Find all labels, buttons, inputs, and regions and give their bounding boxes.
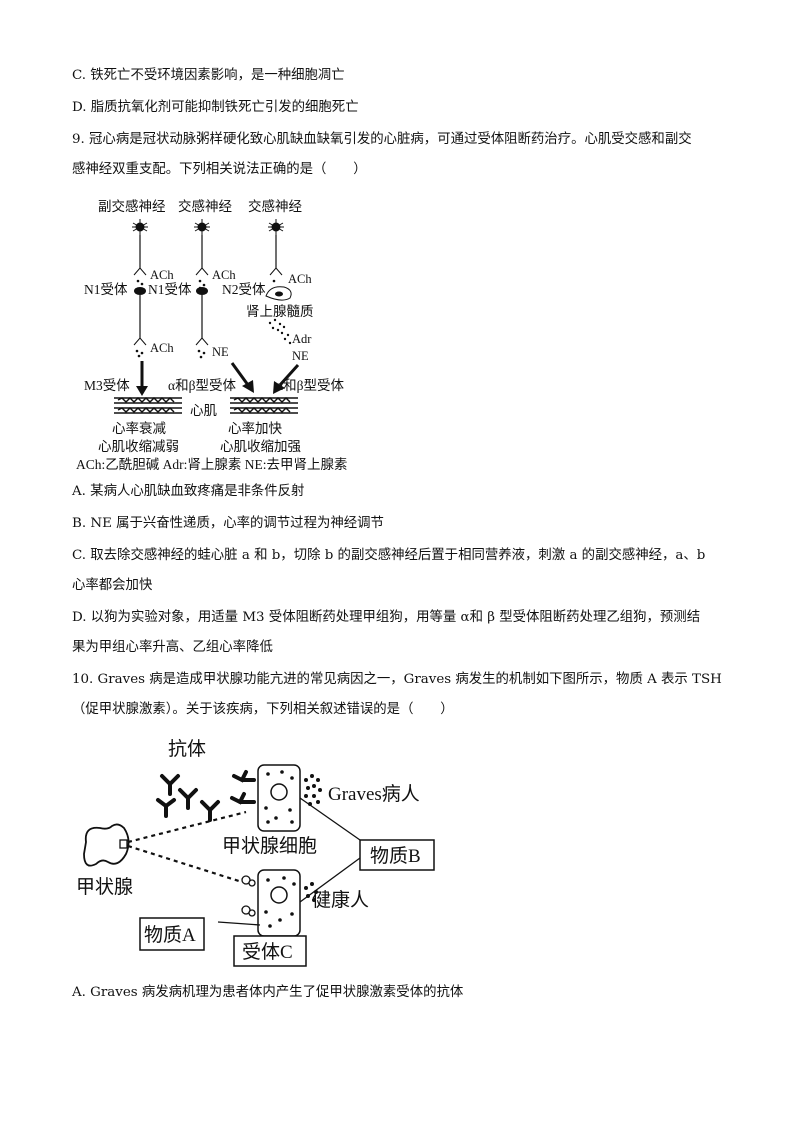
option-9d-line1: D. 以狗为实验对象，用适量 M3 受体阻断药处理甲组狗，用等量 α和 β 型受… [72,610,701,625]
label-ach-2: ACh [212,268,236,282]
graves-thyroid-cell [257,764,301,832]
label-m3-receptor: M3受体 [84,378,130,393]
question-10-line2: （促甲状腺激素）。关于该疾病，下列相关叙述错误的是（ ） [72,702,454,717]
label-parasympathetic: 副交感神经 [98,198,166,214]
label-alpha-beta-2: α和β型受体 [276,378,344,393]
substance-a-box [139,917,205,951]
label-ne-1: NE [212,345,229,359]
label-substance-b: 物质B [370,845,421,867]
label-ach-1: ACh [150,268,174,282]
line-d-option-q8: D. 脂质抗氧化剂可能抑制铁死亡引发的细胞死亡 [72,100,359,115]
label-contraction-down: 心肌收缩减弱 [98,439,179,454]
label-sympathetic-2: 交感神经 [248,198,302,214]
label-sympathetic-1: 交感神经 [178,198,232,214]
option-9c-line1: C. 取去除交感神经的蛙心脏 a 和 b，切除 b 的副交感神经后置于相同营养液… [72,548,706,563]
label-healthy-person: 健康人 [312,889,369,911]
label-heart-rate-down: 心率衰减 [112,420,166,436]
label-alpha-beta-1: α和β型受体 [168,378,236,393]
label-n2-receptor: N2受体 [222,282,266,297]
neuron-bodies [132,219,284,235]
label-ne-2: NE [292,349,309,363]
option-9a: A. 某病人心肌缺血致疼痛是非条件反射 [72,484,305,499]
label-thyroid: 甲状腺 [76,876,133,898]
label-antibody: 抗体 [168,738,206,760]
label-substance-a: 物质A [144,924,196,946]
line-c-option-q8: C. 铁死亡不受环境因素影响，是一种细胞凋亡 [72,68,345,83]
graves-diagram: 抗体 Graves病人 甲状腺细胞 甲状腺 健康人 [76,738,435,967]
label-n1-receptor-2: N1受体 [148,282,192,297]
option-10a: A. Graves 病发病机理为患者体内产生了促甲状腺激素受体的抗体 [72,985,464,1000]
label-ach-3: ACh [288,272,312,286]
label-adrenal-medulla: 肾上腺髓质 [246,304,314,319]
label-heart-muscle: 心肌 [190,403,217,418]
receptor-c-box [233,935,307,967]
label-ach-4: ACh [150,341,174,355]
question-9-line2: 感神经双重支配。下列相关说法正确的是（ ） [72,162,367,177]
label-n1-receptor-1: N1受体 [84,282,128,297]
question-9-line1: 9. 冠心病是冠状动脉粥样硬化致心肌缺血缺氧引发的心脏病，可通过受体阻断药治疗。… [72,132,692,147]
label-receptor-c: 受体C [242,941,293,963]
option-9c-line2: 心率都会加快 [72,578,153,593]
nerve-diagram: 副交感神经 交感神经 交感神经 [76,198,348,472]
option-9b: B. NE 属于兴奋性递质，心率的调节过程为神经调节 [72,516,384,531]
substance-b-box [359,839,435,871]
option-9d-line2: 果为甲组心率升高、乙组心率降低 [72,640,273,655]
label-contraction-up: 心肌收缩加强 [220,439,301,454]
label-adr: Adr [292,332,312,346]
label-thyroid-cell: 甲状腺细胞 [222,835,317,857]
label-graves-patient: Graves病人 [328,783,420,805]
antibody-icons [156,770,256,822]
heart-muscle-left [114,396,182,414]
label-heart-rate-up: 心率加快 [228,420,282,436]
heart-muscle-right [230,396,298,414]
question-10-line1: 10. Graves 病是造成甲状腺功能亢进的常见病因之一，Graves 病发生… [72,672,722,687]
label-legend: ACh:乙酰胆碱 Adr:肾上腺素 NE:去甲肾上腺素 [76,457,348,472]
